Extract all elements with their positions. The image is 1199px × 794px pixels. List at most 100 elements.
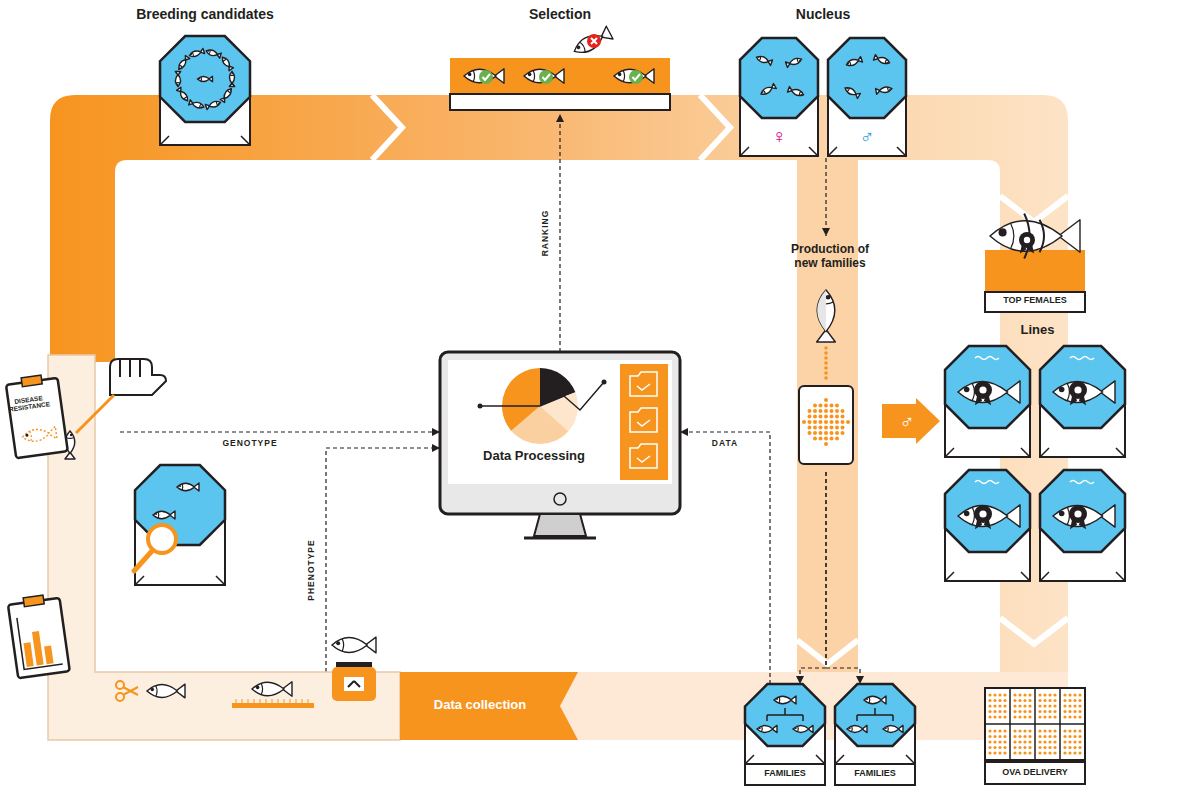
illustration-shape: [985, 724, 1010, 760]
illustration-shape: [759, 727, 761, 729]
illustration-shape: [1038, 699, 1041, 702]
illustration-shape: [1048, 729, 1051, 732]
illustration-shape: [841, 420, 845, 424]
illustration-shape: [618, 73, 622, 77]
illustration-shape: [1060, 724, 1085, 760]
illustration-shape: [1013, 735, 1016, 738]
illustration-shape: [189, 50, 202, 59]
illustration-shape: [1078, 693, 1081, 696]
illustration-shape: [1053, 715, 1056, 718]
illustration-shape: [791, 88, 805, 97]
illustration-shape: [1018, 704, 1021, 707]
collection-band: [400, 672, 578, 740]
illustration-shape: [998, 751, 1001, 754]
illustration-shape: [1003, 699, 1006, 702]
illustration-shape: [795, 727, 797, 729]
illustration-shape: [190, 54, 192, 56]
fish-icon: [229, 72, 234, 87]
illustration-shape: [160, 36, 250, 122]
band-chevron: [1000, 618, 1068, 644]
illustration-shape: [813, 409, 817, 413]
illustration-shape: [1003, 740, 1006, 743]
illustration-shape: [1053, 505, 1103, 526]
illustration-shape: [22, 428, 51, 443]
illustration-shape: [979, 386, 986, 393]
process-box: Selection: [450, 6, 670, 114]
illustration-shape: [1023, 746, 1026, 749]
illustration-shape: [296, 699, 297, 703]
illustration-shape: [993, 693, 996, 696]
illustration-shape: [826, 295, 831, 300]
illustration-shape: [835, 755, 915, 764]
illustration-shape: [17, 612, 63, 669]
illustration-shape: [988, 729, 991, 732]
illustration-shape: [988, 735, 991, 738]
illustration-shape: [30, 431, 33, 441]
illustration-shape: [252, 682, 284, 696]
dashed-connector: [825, 158, 826, 236]
illustration-shape: [998, 740, 1001, 743]
illustration-shape: [993, 740, 996, 743]
illustration-shape: [1067, 507, 1069, 524]
illustration-shape: [229, 72, 234, 84]
illustration-shape: [1060, 688, 1085, 724]
fish-icon: [845, 57, 862, 68]
family-band: [797, 158, 858, 672]
illustration-shape: [1003, 704, 1006, 707]
sex-symbol: ♂: [828, 124, 906, 148]
illustration-shape: [179, 485, 181, 487]
illustration-shape: [248, 699, 249, 703]
illustration-shape: [179, 66, 181, 68]
illustration-shape: [633, 74, 641, 80]
illustration-shape: [1003, 710, 1006, 713]
illustration-shape: [835, 426, 839, 430]
illustration-shape: [988, 699, 991, 702]
illustration-shape: [223, 59, 227, 62]
illustration-shape: [1048, 710, 1051, 713]
illustration-shape: [975, 481, 999, 484]
illustration-shape: [1028, 710, 1031, 713]
illustration-shape: [1018, 715, 1021, 718]
illustration-shape: [201, 106, 203, 108]
illustration-shape: [974, 505, 992, 523]
illustration-shape: [1078, 699, 1081, 702]
illustration-shape: [528, 73, 532, 77]
illustration-shape: [260, 699, 261, 703]
illustration-shape: [1053, 704, 1056, 707]
fish-tank: [828, 38, 906, 156]
folder-panel: [620, 364, 668, 480]
fish-icon: [757, 725, 777, 732]
illustration-shape: [847, 726, 863, 733]
illustration-shape: [847, 62, 849, 64]
node-label: Production of new families: [778, 242, 882, 271]
illustration-shape: [1078, 740, 1081, 743]
fish-icon: [873, 55, 890, 66]
node-label: TOP FEMALES: [985, 295, 1085, 306]
illustration-shape: [1003, 751, 1006, 754]
illustration-shape: [835, 431, 839, 435]
illustration-shape: [819, 415, 823, 419]
fish-icon: [22, 426, 57, 443]
illustration-shape: [1043, 729, 1046, 732]
illustration-shape: [135, 576, 225, 585]
illustration-shape: [844, 86, 858, 97]
illustration-shape: [1013, 740, 1016, 743]
flow-band: [50, 95, 1068, 672]
illustration-shape: [802, 420, 806, 424]
illustration-shape: [972, 383, 974, 400]
illustration-shape: [776, 698, 778, 700]
node-label: Nucleus: [740, 6, 906, 23]
illustration-shape: [1070, 357, 1094, 360]
illustration-shape: [23, 642, 33, 667]
fish-icon: [990, 214, 1080, 259]
illustration-shape: [945, 572, 1030, 581]
illustration-shape: [797, 58, 799, 62]
illustration-shape: [817, 290, 835, 332]
illustration-shape: [1070, 481, 1094, 484]
illustration-shape: [830, 404, 834, 408]
fish-icon: [464, 69, 504, 83]
node-label: OVA DELIVERY: [985, 767, 1085, 778]
fish-tank: [745, 684, 825, 764]
illustration-shape: [1038, 729, 1041, 732]
illustration-shape: [760, 85, 774, 96]
